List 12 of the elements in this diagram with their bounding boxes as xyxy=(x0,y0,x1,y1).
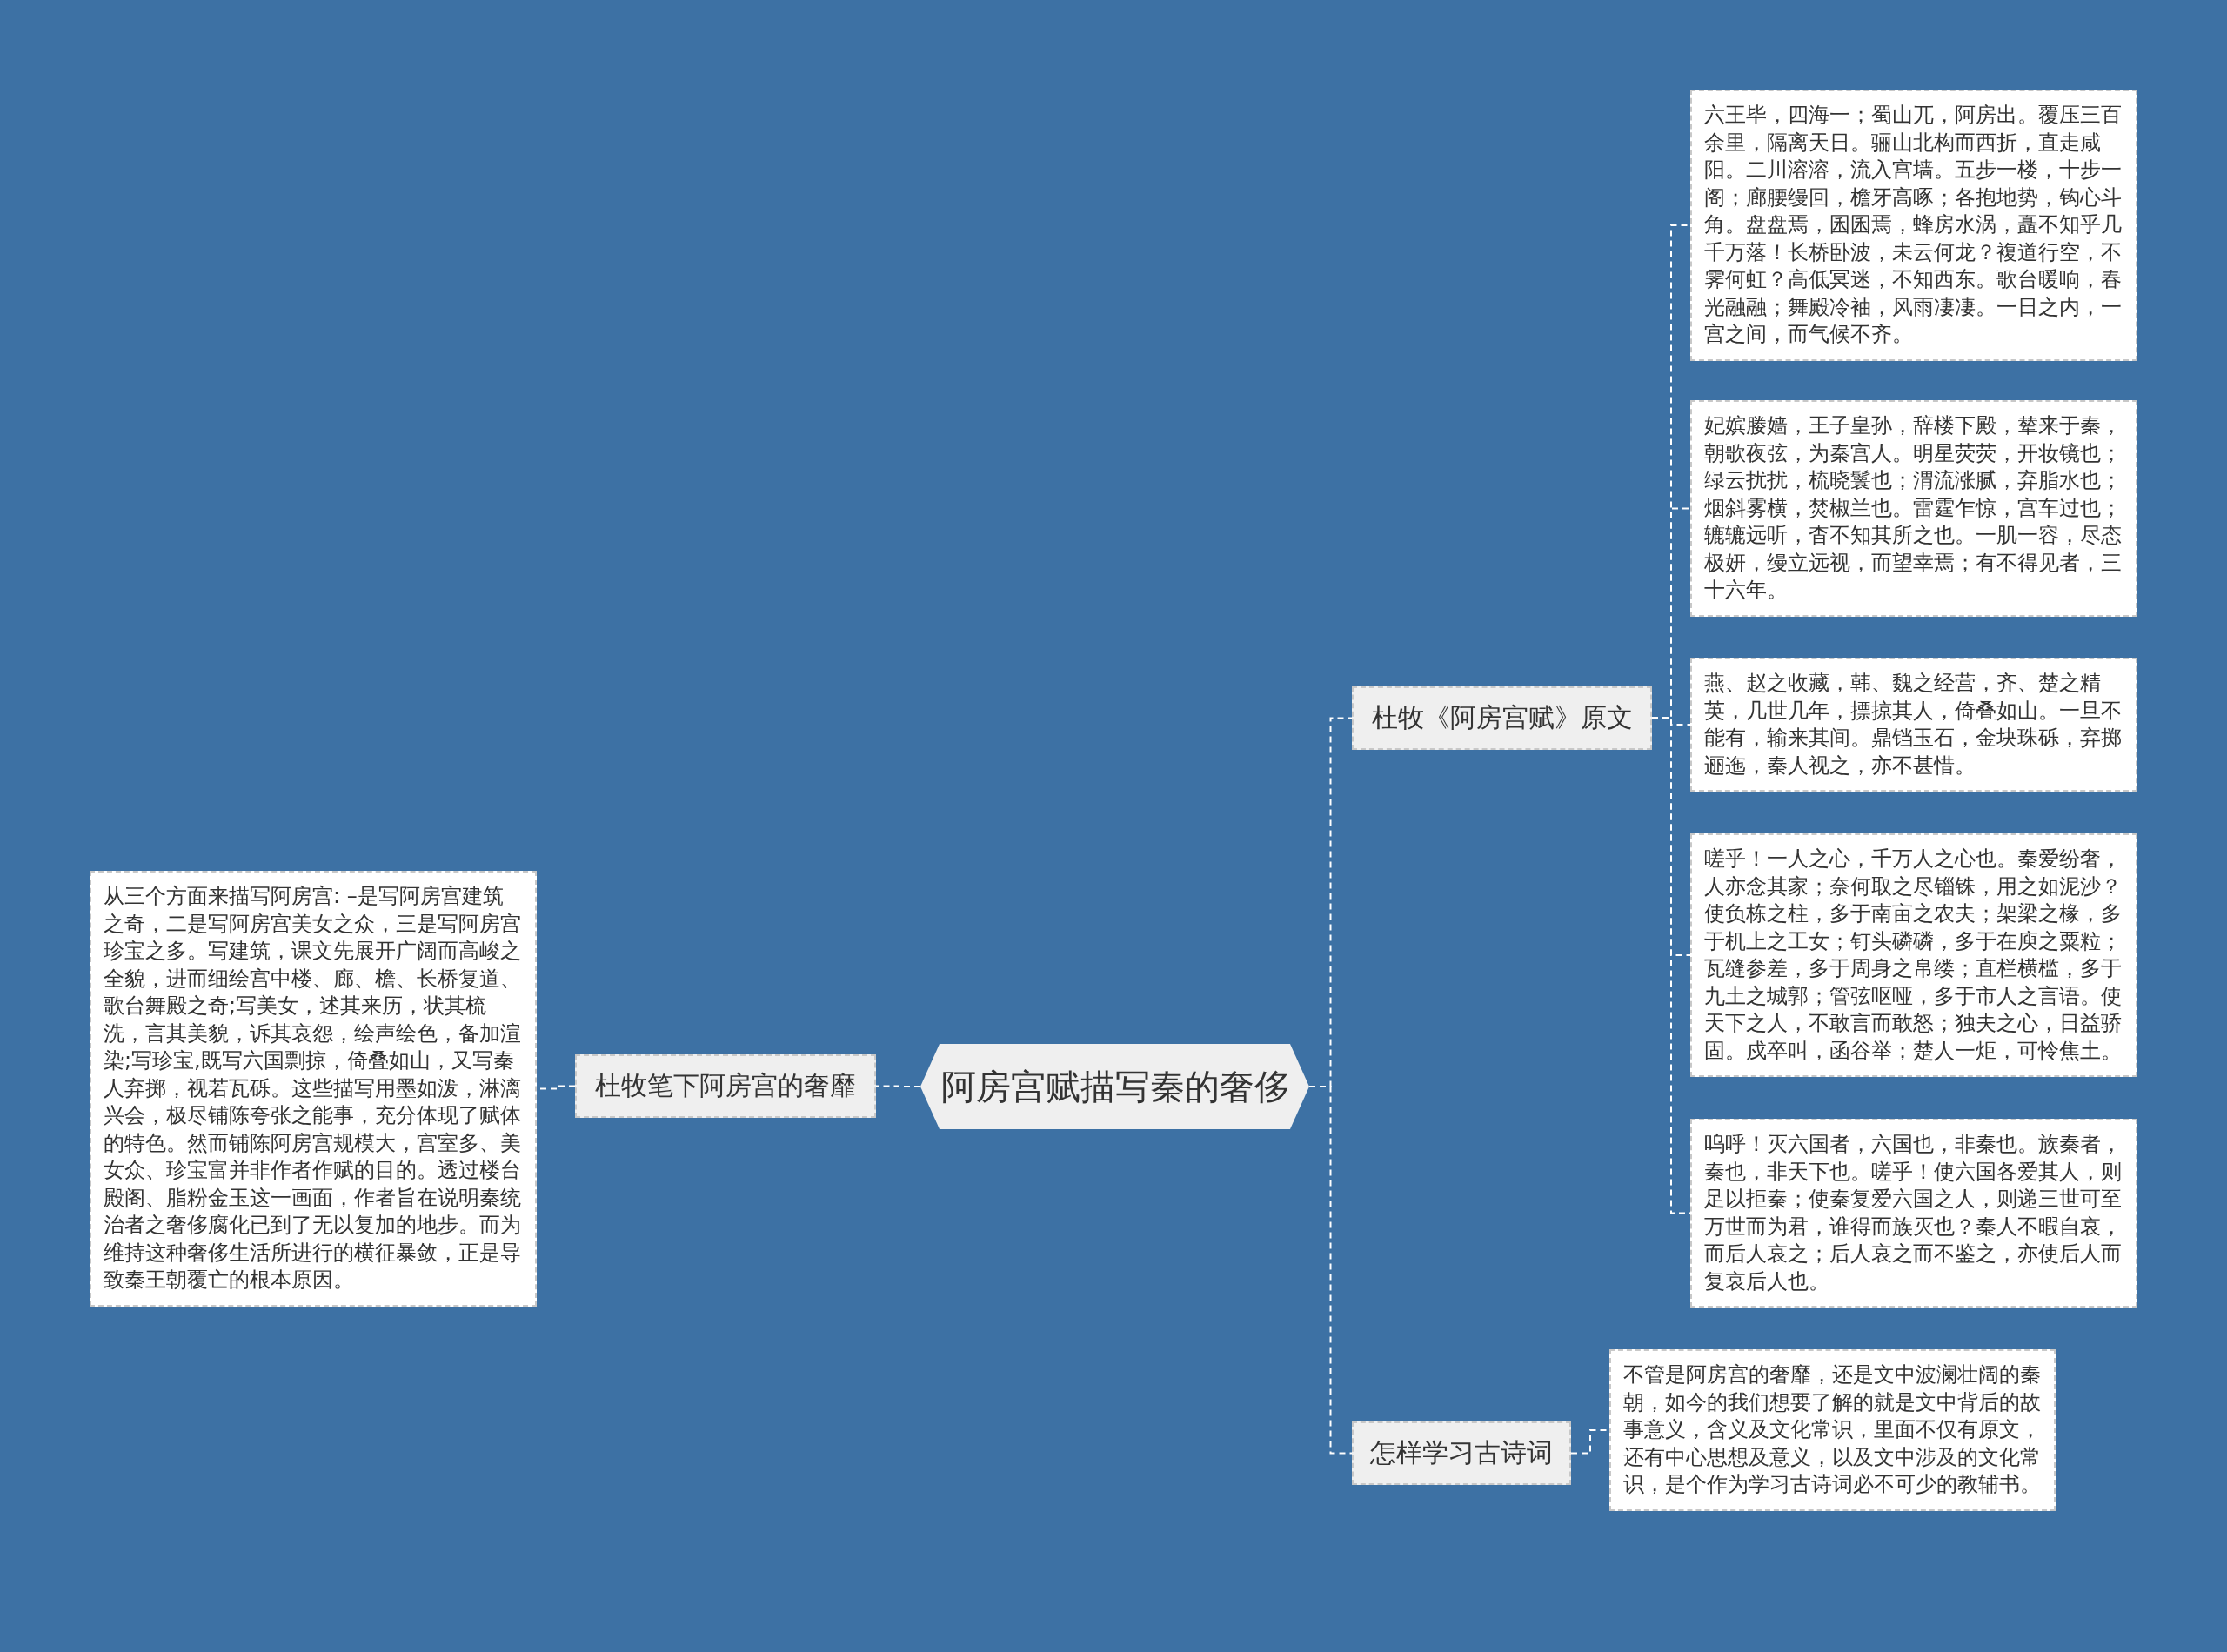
text-card: 嗟乎！一人之心，千万人之心也。秦爱纷奢，人亦念其家；奈何取之尽锱铢，用之如泥沙？使负栋之柱，多于南亩之农夫；架梁之椽，多于机上之工女；钉头磷磷，多于在庾之粟粒；瓦缝参差，多于周身之帛缕；直栏横槛，多于九土之城郭；管弦呕哑，多于市人之言语。使天下之人，不敢言而敢怒；独夫之心，日益骄固。戍卒叫，函谷举；楚人一炬，可怜焦土。 xyxy=(1690,833,2137,1077)
topic-box: 杜牧笔下阿房宫的奢靡 xyxy=(575,1054,876,1118)
topic-box: 杜牧《阿房宫赋》原文 xyxy=(1352,686,1652,750)
text-card: 不管是阿房宫的奢靡，还是文中波澜壮阔的秦朝，如今的我们想要了解的就是文中背后的故事意义，含义及文化常识，里面不仅有原文，还有中心思想及意义，以及文中涉及的文化常识，是个作为学习古诗词必不可少的教辅书。 xyxy=(1609,1349,2056,1511)
central-topic-hexagon: 阿房宫赋描写秦的奢侈 xyxy=(920,1044,1309,1129)
text-card: 六王毕，四海一；蜀山兀，阿房出。覆压三百余里，隔离天日。骊山北构而西折，直走咸阳。二川溶溶，流入宫墙。五步一楼，十步一阁；廊腰缦回，檐牙高啄；各抱地势，钩心斗角。盘盘焉，囷囷焉，蜂房水涡，矗不知乎几千万落！长桥卧波，未云何龙？複道行空，不霁何虹？高低冥迷，不知西东。歌台暖响，春光融融；舞殿冷袖，风雨凄凄。一日之内，一宫之间，而气候不齐。 xyxy=(1690,90,2137,361)
text-card: 呜呼！灭六国者，六国也，非秦也。族秦者，秦也，非天下也。嗟乎！使六国各爱其人，则足以拒秦；使秦复爱六国之人，则递三世可至万世而为君，谁得而族灭也？秦人不暇自哀，而后人哀之；后人哀之而不鉴之，亦使后人而复哀后人也。 xyxy=(1690,1119,2137,1308)
text-card: 燕、赵之收藏，韩、魏之经营，齐、楚之精英，几世几年，摽掠其人，倚叠如山。一旦不能有，输来其间。鼎铛玉石，金块珠砾，弃掷逦迤，秦人视之，亦不甚惜。 xyxy=(1690,658,2137,792)
text-card: 从三个方面来描写阿房宫: –是写阿房宫建筑之奇，二是写阿房宫美女之众，三是写阿房宫珍宝之多。写建筑，课文先展开广阔而高峻之全貌，进而细绘宫中楼、廊、檐、长桥复道、歌台舞殿之奇;写美女，述其来历，状其梳洗，言其美貌，诉其哀怨，绘声绘色，备加渲染;写珍宝,既写六国剽掠，倚叠如山，又写秦人弃掷，视若瓦砾。这些描写用墨如泼，淋漓兴会，极尽铺陈夸张之能事，充分体现了赋体的特色。然而铺陈阿房宫规模大，宫室多、美女众、珍宝富并非作者作赋的目的。透过楼台殿阁、脂粉金玉这一画面，作者旨在说明秦统治者之奢侈腐化已到了无以复加的地步。而为维持这种奢侈生活所进行的横征暴敛，正是导致秦王朝覆亡的根本原因。 xyxy=(90,871,537,1307)
connector-line xyxy=(875,1085,921,1087)
topic-box: 怎样学习古诗词 xyxy=(1352,1421,1571,1485)
text-card: 妃嫔媵嫱，王子皇孙，辞楼下殿，辇来于秦，朝歌夜弦，为秦宫人。明星荧荧，开妆镜也；绿云扰扰，梳晓鬟也；渭流涨腻，弃脂水也；烟斜雾横，焚椒兰也。雷霆乍惊，宫车过也；辘辘远听，杳不知其所之也。一肌一容，尽态极妍，缦立远视，而望幸焉；有不得见者，三十六年。 xyxy=(1690,400,2137,617)
